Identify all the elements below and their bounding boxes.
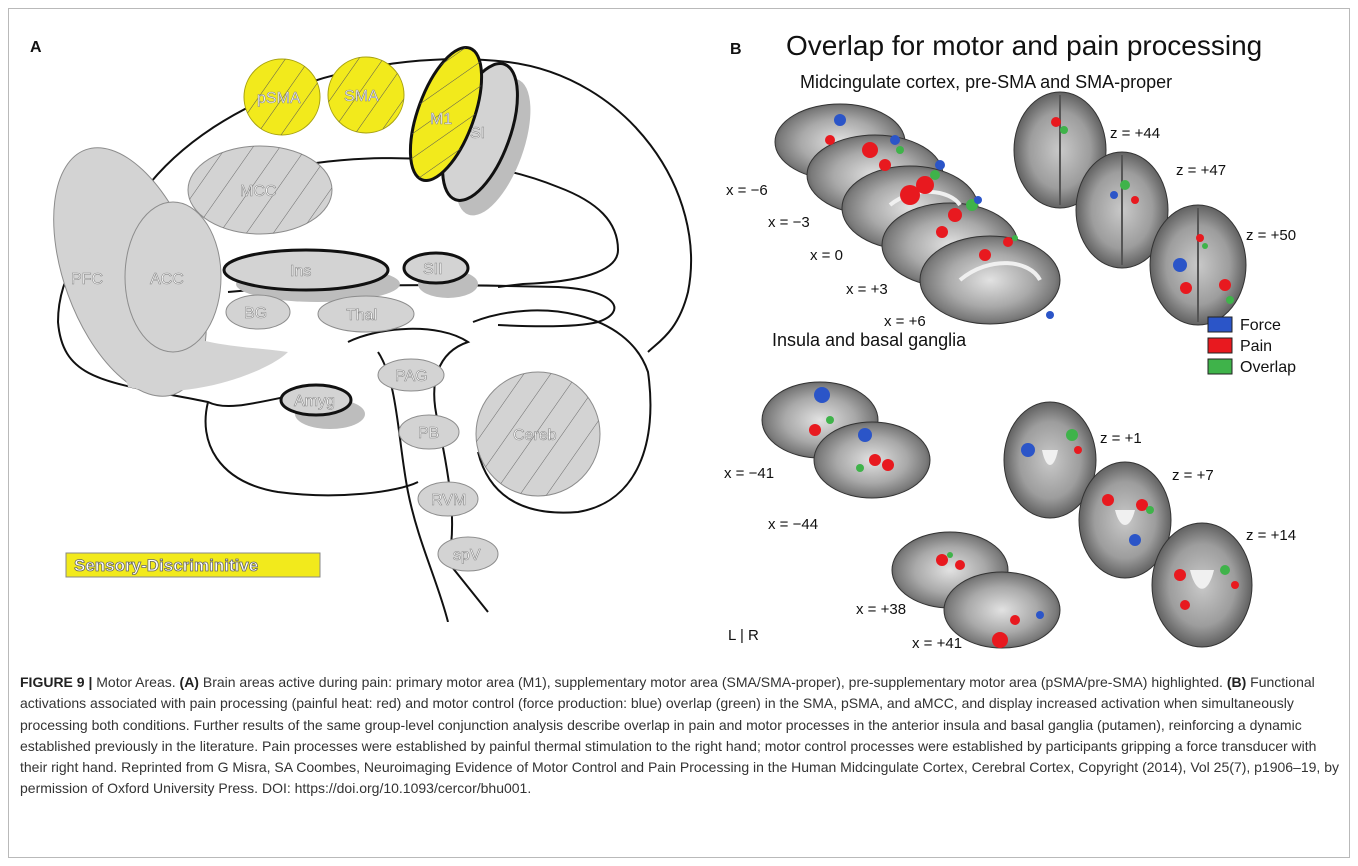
region-rvm-label: RVM xyxy=(431,492,466,509)
panel-b-label: B xyxy=(730,41,742,58)
region-mcc-label: MCC xyxy=(240,183,276,200)
region-acc-label: ACC xyxy=(150,271,184,288)
region-amyg-label: Amyg xyxy=(294,393,335,410)
region-cereb-label: Cereb xyxy=(513,427,557,444)
legend-swatch-force xyxy=(1208,317,1232,332)
region-bg-label: BG xyxy=(244,305,267,322)
label-x-plus-6: x = +6 xyxy=(884,313,926,330)
panel-b-fmri-figure: B Overlap for motor and pain processing … xyxy=(710,10,1350,660)
caption-b-text: Functional activations associated with p… xyxy=(20,674,1339,796)
legend-label-pain: Pain xyxy=(1240,338,1272,355)
label-x-minus-6: x = −6 xyxy=(726,182,768,199)
label-z-14: z = +14 xyxy=(1246,527,1296,544)
label-z-47: z = +47 xyxy=(1176,162,1226,179)
region-sii-label: SII xyxy=(423,261,443,278)
region-thal-label: Thal xyxy=(346,307,377,324)
panel-b-subtitle-bottom: Insula and basal ganglia xyxy=(772,330,967,350)
region-pb-label: PB xyxy=(418,425,439,442)
caption-title: Motor Areas. xyxy=(92,674,179,690)
label-x-plus-41: x = +41 xyxy=(912,635,962,652)
label-x-plus-38: x = +38 xyxy=(856,601,906,618)
region-sma-label: SMA xyxy=(344,88,379,105)
activation-legend: Force Pain Overlap xyxy=(1208,317,1296,376)
label-x-0: x = 0 xyxy=(810,247,843,264)
region-ins-label: Ins xyxy=(290,263,311,280)
panel-a-label: A xyxy=(30,39,42,56)
legend-label-overlap: Overlap xyxy=(1240,359,1296,376)
region-m1-label: M1 xyxy=(430,111,452,128)
region-spv-label: spV xyxy=(453,547,481,564)
sensory-discriminitive-legend-label: Sensory-Discriminitive xyxy=(74,556,258,575)
panel-a-brain-diagram: A PFC ACC MCC pSMA SMA SI M1 Ins SII BG xyxy=(18,22,708,622)
label-x-minus-3: x = −3 xyxy=(768,214,810,231)
legend-swatch-overlap xyxy=(1208,359,1232,374)
legend-label-force: Force xyxy=(1240,317,1281,334)
label-z-44: z = +44 xyxy=(1110,125,1160,142)
region-psma-label: pSMA xyxy=(257,90,301,107)
orientation-label: L | R xyxy=(728,627,759,644)
panel-b-subtitle-top: Midcingulate cortex, pre-SMA and SMA-pro… xyxy=(800,72,1172,92)
caption-a-text: Brain areas active during pain: primary … xyxy=(199,674,1227,690)
label-z-50: z = +50 xyxy=(1246,227,1296,244)
caption-b-marker: (B) xyxy=(1227,674,1246,690)
legend-swatch-pain xyxy=(1208,338,1232,353)
caption-a-marker: (A) xyxy=(180,674,199,690)
region-pfc-label: PFC xyxy=(71,271,103,288)
label-x-minus-44: x = −44 xyxy=(768,516,818,533)
region-pag-label: PAG xyxy=(395,368,428,385)
label-z-1: z = +1 xyxy=(1100,430,1142,447)
label-z-7: z = +7 xyxy=(1172,467,1214,484)
label-x-plus-3: x = +3 xyxy=(846,281,888,298)
label-x-minus-41: x = −41 xyxy=(724,465,774,482)
figure-caption: FIGURE 9 | Motor Areas. (A) Brain areas … xyxy=(20,672,1340,800)
caption-figure-number: FIGURE 9 | xyxy=(20,674,92,690)
panel-b-title: Overlap for motor and pain processing xyxy=(786,30,1262,61)
